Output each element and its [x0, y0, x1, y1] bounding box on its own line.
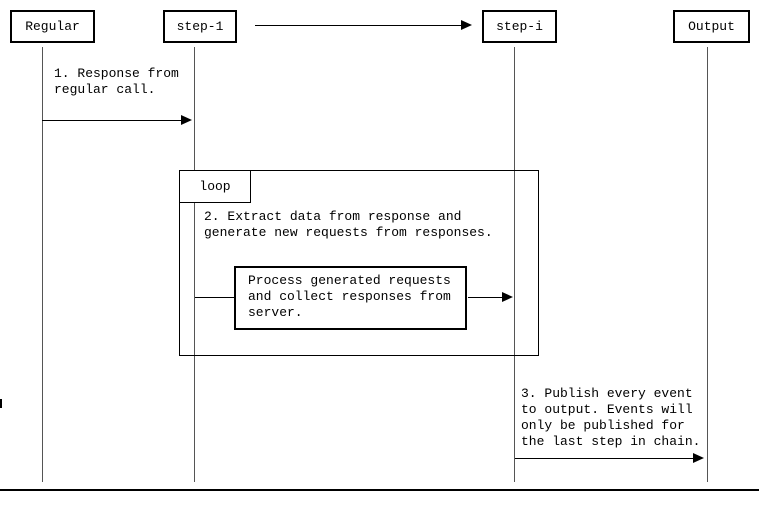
- arrow-head-icon: [181, 115, 192, 125]
- message-1-text: 1. Response from regular call.: [54, 66, 179, 98]
- arrow-line-process-to-stepi: [468, 297, 503, 298]
- actor-label-regular: Regular: [25, 19, 80, 34]
- loop-label: loop: [199, 179, 231, 194]
- actor-box-step-1: step-1: [163, 10, 237, 43]
- arrow-head-icon: [693, 453, 704, 463]
- arrow-head-icon: [461, 20, 472, 30]
- arrow-line-step1-to-stepi: [255, 25, 462, 26]
- actor-label-step-i: step-i: [496, 19, 543, 34]
- actor-box-regular: Regular: [10, 10, 95, 43]
- message-2-text: 2. Extract data from response and genera…: [204, 209, 493, 241]
- loop-fragment-box: [179, 170, 539, 356]
- actor-label-output: Output: [688, 19, 735, 34]
- message-3-text: 3. Publish every event to output. Events…: [521, 386, 701, 450]
- arrow-head-icon: [502, 292, 513, 302]
- lifeline-step-1: [194, 47, 195, 482]
- arrow-line-stepi-to-output: [515, 458, 694, 459]
- lifeline-regular: [42, 47, 43, 482]
- arrow-line-regular-to-step1: [42, 120, 182, 121]
- bottom-border-line: [0, 489, 759, 491]
- lifeline-step-i: [514, 47, 515, 482]
- lifeline-output: [707, 47, 708, 482]
- connector-step1-to-process-box: [195, 297, 234, 298]
- process-box: Process generated requests and collect r…: [234, 266, 467, 330]
- left-edge-mark: [0, 399, 2, 408]
- actor-box-output: Output: [673, 10, 750, 43]
- actor-label-step-1: step-1: [176, 19, 224, 34]
- actor-box-step-i: step-i: [482, 10, 557, 43]
- loop-label-box: loop: [179, 170, 251, 203]
